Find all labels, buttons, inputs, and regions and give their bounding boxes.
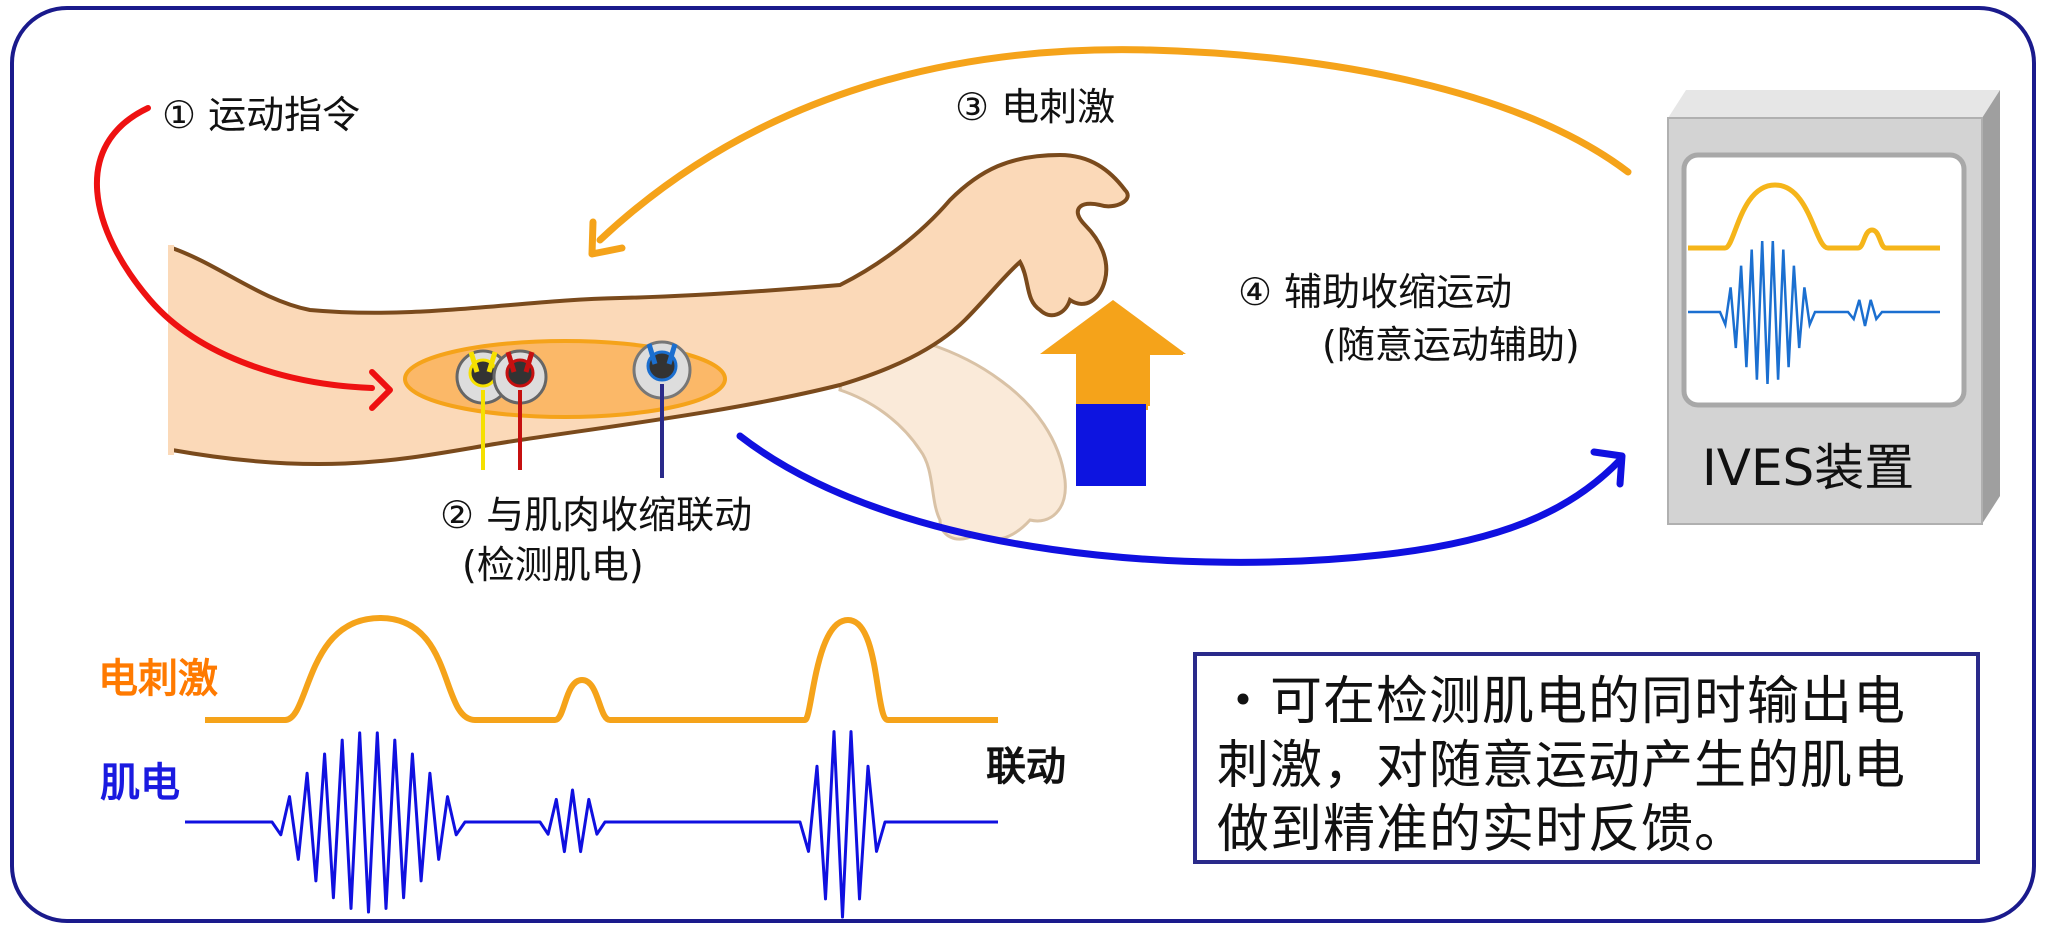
- note-line-2: 刺激，对随意运动产生的肌电: [1217, 736, 1907, 796]
- motor-command-arrowhead-icon: [369, 369, 393, 411]
- step4-label-line1: ④ 辅助收缩运动: [1238, 270, 1512, 314]
- hand-ghost: [838, 328, 1067, 542]
- note-line-3: 做到精准的实时反馈。: [1217, 800, 1748, 860]
- ives-device: [1667, 90, 2000, 525]
- step4-label-line2: (随意运动辅助): [1322, 323, 1580, 367]
- link-label: 联动: [986, 744, 1066, 790]
- emg-wave-label: 肌电: [100, 760, 180, 806]
- emg-waveform: [185, 730, 998, 919]
- stimulation-arrowhead-icon: [588, 218, 626, 258]
- stim-waveform: [205, 615, 998, 723]
- note-box: ・可在检测肌电的同时输出电 刺激，对随意运动产生的肌电 做到精准的实时反馈。: [1193, 652, 1980, 864]
- device-screen: [1681, 152, 1967, 408]
- step3-label: ③ 电刺激: [955, 85, 1115, 129]
- step2-label-line1: ② 与肌肉收缩联动: [440, 493, 752, 537]
- electrode-group: [403, 339, 727, 478]
- motor-command-arrow: [93, 105, 375, 391]
- device-label: IVES装置: [1702, 439, 1914, 497]
- step2-label-line2: (检测肌电): [462, 543, 644, 587]
- step1-label: ① 运动指令: [162, 93, 360, 137]
- assist-up-arrow: [1040, 300, 1186, 486]
- stimulation-arrow: [596, 46, 1632, 244]
- waveform-panel: 电刺激 肌电 联动: [98, 615, 1066, 919]
- emg-signal-arrow: [736, 432, 1624, 566]
- emg-signal-arrowhead-icon: [1590, 448, 1626, 488]
- stim-wave-label: 电刺激: [98, 656, 218, 702]
- note-line-1: ・可在检测肌电的同时输出电: [1217, 672, 1907, 732]
